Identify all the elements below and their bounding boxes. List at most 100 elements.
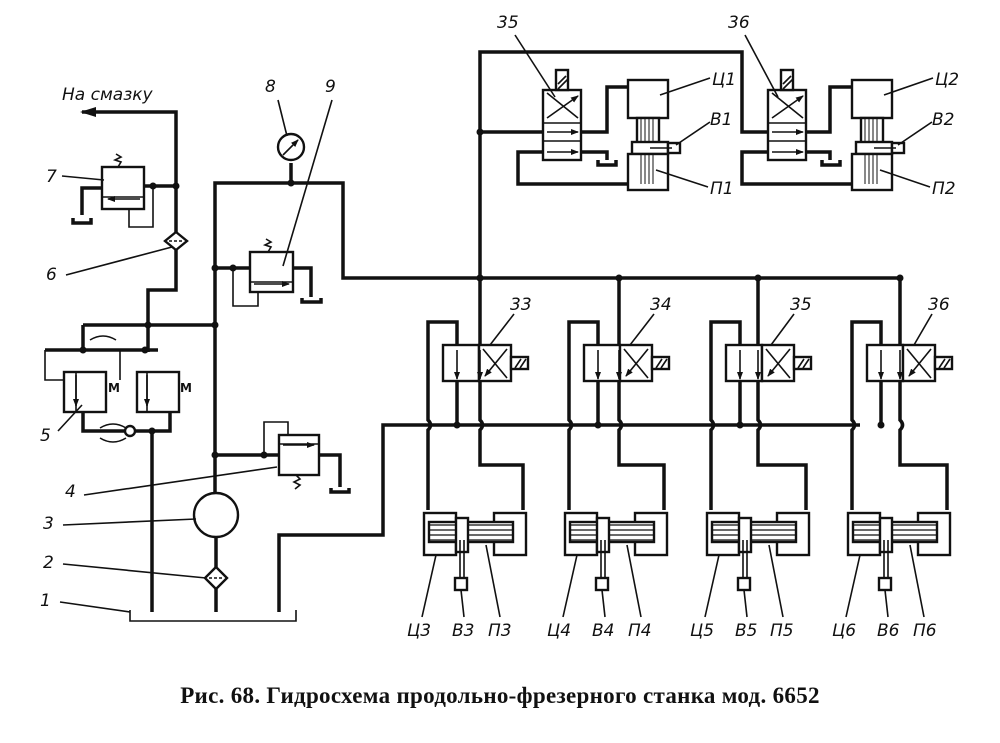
svg-text:M: M xyxy=(180,381,192,395)
leader-p-1 xyxy=(485,544,501,618)
valve-label-leader-4 xyxy=(913,313,933,346)
flow-control-5: M M xyxy=(44,321,216,443)
line-to-cylinder-a-1 xyxy=(426,320,459,510)
label-c5: Ц5 xyxy=(690,621,714,641)
label-6: 6 xyxy=(46,265,57,285)
valve-left-block-1 xyxy=(441,343,481,383)
label-p1: П1 xyxy=(710,179,734,199)
lube-label: На смазку xyxy=(62,85,154,105)
carriage-stem-1 xyxy=(459,540,465,580)
drain-junction-3 xyxy=(736,421,744,429)
label-2: 2 xyxy=(43,553,54,573)
pump-3 xyxy=(192,491,240,567)
leader-b-2 xyxy=(601,589,606,618)
stop-1 xyxy=(453,576,469,592)
label-p2: П2 xyxy=(932,179,956,199)
label-p5: П5 xyxy=(770,621,794,641)
line-to-cylinder-b-4 xyxy=(898,381,949,510)
label-c4: Ц4 xyxy=(547,621,571,641)
lube-line xyxy=(80,107,178,352)
cylinder-c2 xyxy=(850,78,906,192)
carriage-stem-3 xyxy=(742,540,748,580)
leader-c-1 xyxy=(421,554,437,618)
drain-junction-2 xyxy=(594,421,602,429)
piston-rod-1 xyxy=(427,520,515,544)
label-p4: П4 xyxy=(628,621,652,641)
filter-6 xyxy=(163,230,189,252)
label-valve-33: 33 xyxy=(510,295,532,315)
label-9: 9 xyxy=(325,77,336,97)
valve-left-block-3 xyxy=(724,343,764,383)
label-1: 1 xyxy=(40,591,51,611)
valve-label-leader-2 xyxy=(629,313,655,346)
carriage-stem-4 xyxy=(883,540,889,580)
piston-rod-4 xyxy=(851,520,939,544)
pressure-gauge-8 xyxy=(276,132,306,183)
leader-b-1 xyxy=(460,589,465,618)
solenoid-2 xyxy=(650,355,671,371)
solenoid-hatch-1 xyxy=(514,358,527,369)
junction-3 xyxy=(754,274,762,282)
top-valve-35 xyxy=(516,68,628,186)
solenoid-4 xyxy=(933,355,954,371)
leader-b-3 xyxy=(743,589,748,618)
valve-units xyxy=(421,274,954,618)
top-valve-36 xyxy=(740,68,852,186)
solenoid-1 xyxy=(509,355,530,371)
leader-p-3 xyxy=(768,544,784,618)
label-b1: В1 xyxy=(710,110,732,130)
leader-b-4 xyxy=(884,589,889,618)
junction-2 xyxy=(615,274,623,282)
stop-2 xyxy=(594,576,610,592)
label-7: 7 xyxy=(46,167,57,187)
drain-junction-4 xyxy=(877,421,885,429)
solenoid-hatch-4 xyxy=(938,358,951,369)
label-top-36: 36 xyxy=(728,13,750,33)
label-top-35: 35 xyxy=(497,13,519,33)
line-to-cylinder-b-2 xyxy=(617,381,666,510)
label-8: 8 xyxy=(265,77,276,97)
line-to-cylinder-a-2 xyxy=(567,320,600,510)
line-to-cylinder-a-3 xyxy=(709,320,742,510)
carriage-1 xyxy=(454,516,470,554)
label-b4: В4 xyxy=(592,621,614,641)
label-c3: Ц3 xyxy=(407,621,431,641)
label-3: 3 xyxy=(43,514,54,534)
carriage-stem-2 xyxy=(600,540,606,580)
leader-p-2 xyxy=(626,544,642,618)
line-to-cylinder-b-3 xyxy=(756,381,808,510)
line-to-cylinder-a-4 xyxy=(850,320,883,510)
label-5: 5 xyxy=(40,426,51,446)
reducing-valve-9 xyxy=(215,238,323,307)
leader-p-4 xyxy=(909,544,925,618)
cylinder-c1 xyxy=(626,78,682,192)
valve-label-leader-1 xyxy=(489,313,515,346)
label-b6: В6 xyxy=(877,621,900,641)
tank-1 xyxy=(129,610,297,622)
valve-left-block-4 xyxy=(865,343,905,383)
carriage-4 xyxy=(878,516,894,554)
line-to-cylinder-b-1 xyxy=(478,381,525,510)
carriage-3 xyxy=(737,516,753,554)
valve-cross-arrow-1 xyxy=(484,348,508,377)
label-c6: Ц6 xyxy=(832,621,856,641)
label-b5: В5 xyxy=(735,621,757,641)
valve-cross-arrow-4 xyxy=(908,348,932,377)
valve-label-leader-3 xyxy=(770,313,795,346)
valve-7 xyxy=(71,153,180,228)
junction-4 xyxy=(896,274,904,282)
label-4: 4 xyxy=(65,482,76,502)
relief-valve-4 xyxy=(215,421,351,494)
label-c2: Ц2 xyxy=(935,70,959,90)
leader-c-3 xyxy=(704,554,720,618)
solenoid-hatch-3 xyxy=(797,358,810,369)
piston-rod-3 xyxy=(710,520,798,544)
carriage-2 xyxy=(595,516,611,554)
label-p3: П3 xyxy=(488,621,512,641)
svg-text:M: M xyxy=(108,381,120,395)
valve-cross-arrow-3 xyxy=(767,348,791,377)
stop-4 xyxy=(877,576,893,592)
drain-line xyxy=(277,423,860,612)
label-b3: В3 xyxy=(452,621,474,641)
